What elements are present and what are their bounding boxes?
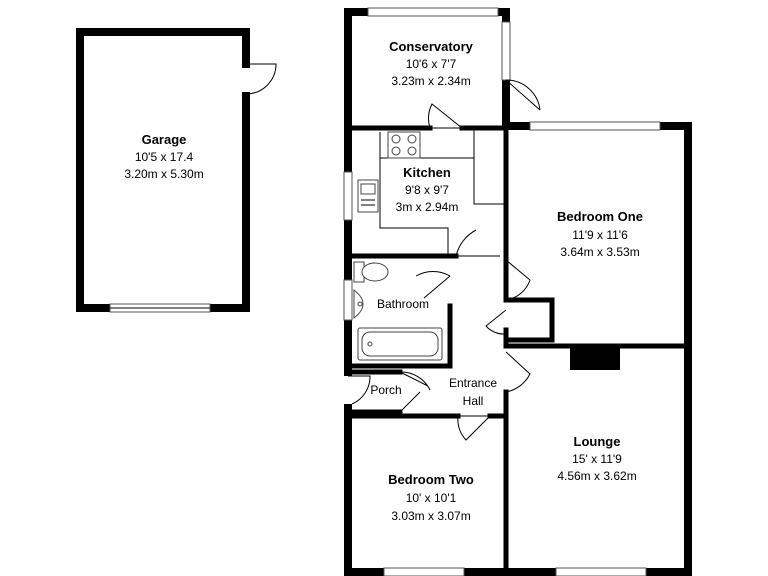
front-door <box>348 375 371 405</box>
kitchen-worktop <box>379 132 449 256</box>
lounge-imperial: 15' x 11'9 <box>572 452 622 466</box>
garage-metric: 3.20m x 5.30m <box>124 167 203 181</box>
bedroom-two-door <box>457 415 491 441</box>
bedroom-one-metric: 3.64m x 3.53m <box>560 245 639 259</box>
bedroom-two-metric: 3.03m x 3.07m <box>391 509 470 523</box>
hob-ring-1 <box>391 134 401 144</box>
bathroom-name: Bathroom <box>377 297 429 311</box>
kitchen-door-bottom <box>455 229 500 257</box>
hob-ring-4 <box>407 146 417 156</box>
entrance-hall-line1: Entrance <box>449 376 497 390</box>
lounge-name: Lounge <box>574 434 621 449</box>
conservatory-name: Conservatory <box>389 39 474 54</box>
bedroom-two-imperial: 10' x 10'1 <box>406 491 457 505</box>
kitchen-window <box>343 171 353 221</box>
porch-door <box>399 371 431 391</box>
bedroom-two-name: Bedroom Two <box>388 472 474 487</box>
hob-ring-3 <box>391 146 401 156</box>
garage-walls <box>76 28 250 312</box>
windows <box>343 7 661 576</box>
bedroom-one-window <box>529 121 661 131</box>
conservatory-imperial: 10'6 x 7'7 <box>406 57 457 71</box>
kitchen-door-top <box>428 103 463 129</box>
bedroom-one-door <box>505 259 531 301</box>
lounge-window <box>555 567 647 576</box>
garage <box>76 28 277 313</box>
lounge-metric: 4.56m x 3.62m <box>557 469 636 483</box>
garage-name: Garage <box>142 132 187 147</box>
bedroom-one-name: Bedroom One <box>557 209 643 224</box>
garage-imperial: 10'5 x 17.4 <box>135 150 194 164</box>
entrance-hall-line2: Hall <box>463 394 484 408</box>
conservatory-window-top <box>367 7 499 17</box>
kitchen-metric: 3m x 2.94m <box>396 200 459 214</box>
toilet-bowl <box>361 262 389 282</box>
kitchen-fittings <box>357 128 506 256</box>
bathroom-fittings <box>353 261 443 361</box>
bathroom-door <box>415 270 451 299</box>
doors <box>348 79 541 441</box>
kitchen-imperial: 9'8 x 9'7 <box>405 183 449 197</box>
lounge-door <box>505 351 531 393</box>
bedroom-two-window <box>383 567 465 576</box>
hob-ring-2 <box>407 134 417 144</box>
porch-name: Porch <box>370 383 401 397</box>
garage-door <box>245 63 277 95</box>
cupboard-door <box>485 309 507 335</box>
room-labels: Garage 10'5 x 17.4 3.20m x 5.30m Conserv… <box>124 39 643 523</box>
kitchen-name: Kitchen <box>403 165 451 180</box>
conservatory-window-side <box>501 21 511 81</box>
bathroom-window <box>343 279 353 321</box>
conservatory-metric: 3.23m x 2.34m <box>391 74 470 88</box>
interior-walls <box>345 123 691 575</box>
bedroom-one-imperial: 11'9 x 11'6 <box>572 228 628 242</box>
conservatory-door <box>505 79 541 111</box>
chimney-breast <box>570 346 620 370</box>
house-outer-walls <box>344 8 692 576</box>
